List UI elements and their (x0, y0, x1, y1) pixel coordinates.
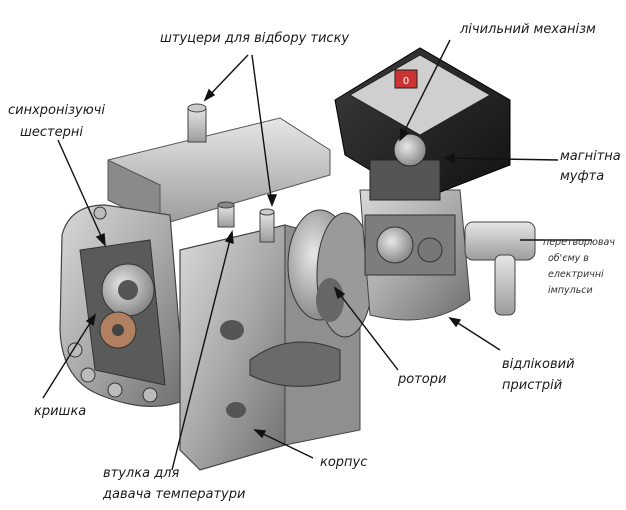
label-converter-line2: об'єму в (548, 253, 589, 264)
counter-mechanism-part: 0 (334, 47, 511, 201)
pressure-fittings-part (187, 103, 275, 243)
converter-part (464, 221, 536, 316)
label-readout-device-line2: пристрій (502, 378, 563, 393)
label-temp-sleeve-line2: давача температури (103, 487, 246, 502)
cover-bolts (67, 206, 158, 403)
label-sync-gears-line1: синхронізуючі (8, 103, 105, 118)
sync-gears-part (99, 263, 155, 349)
label-converter-line4: імпульси (548, 285, 593, 296)
label-readout-device-line1: відліковий (502, 357, 575, 372)
label-cover: кришка (34, 404, 87, 419)
leader-lines (42, 39, 592, 471)
label-housing: корпус (320, 455, 368, 470)
label-converter-line3: електричні (548, 269, 604, 280)
readout-assembly-part (359, 189, 471, 321)
label-sync-gears-line2: шестерні (20, 125, 83, 140)
label-pressure-fittings: штуцери для відбору тиску (160, 31, 350, 46)
housing-top-plate (107, 117, 331, 226)
label-rotors: ротори (398, 372, 447, 387)
label-magnetic-clutch-line2: муфта (560, 169, 605, 184)
label-temp-sleeve-line1: втулка для (103, 466, 180, 481)
label-converter-line1: перетворювач (543, 237, 615, 248)
label-counter-mechanism: лічильний механізм (460, 22, 596, 37)
label-magnetic-clutch-line1: магнітна (560, 149, 621, 164)
counter-display-digit: 0 (403, 76, 409, 87)
